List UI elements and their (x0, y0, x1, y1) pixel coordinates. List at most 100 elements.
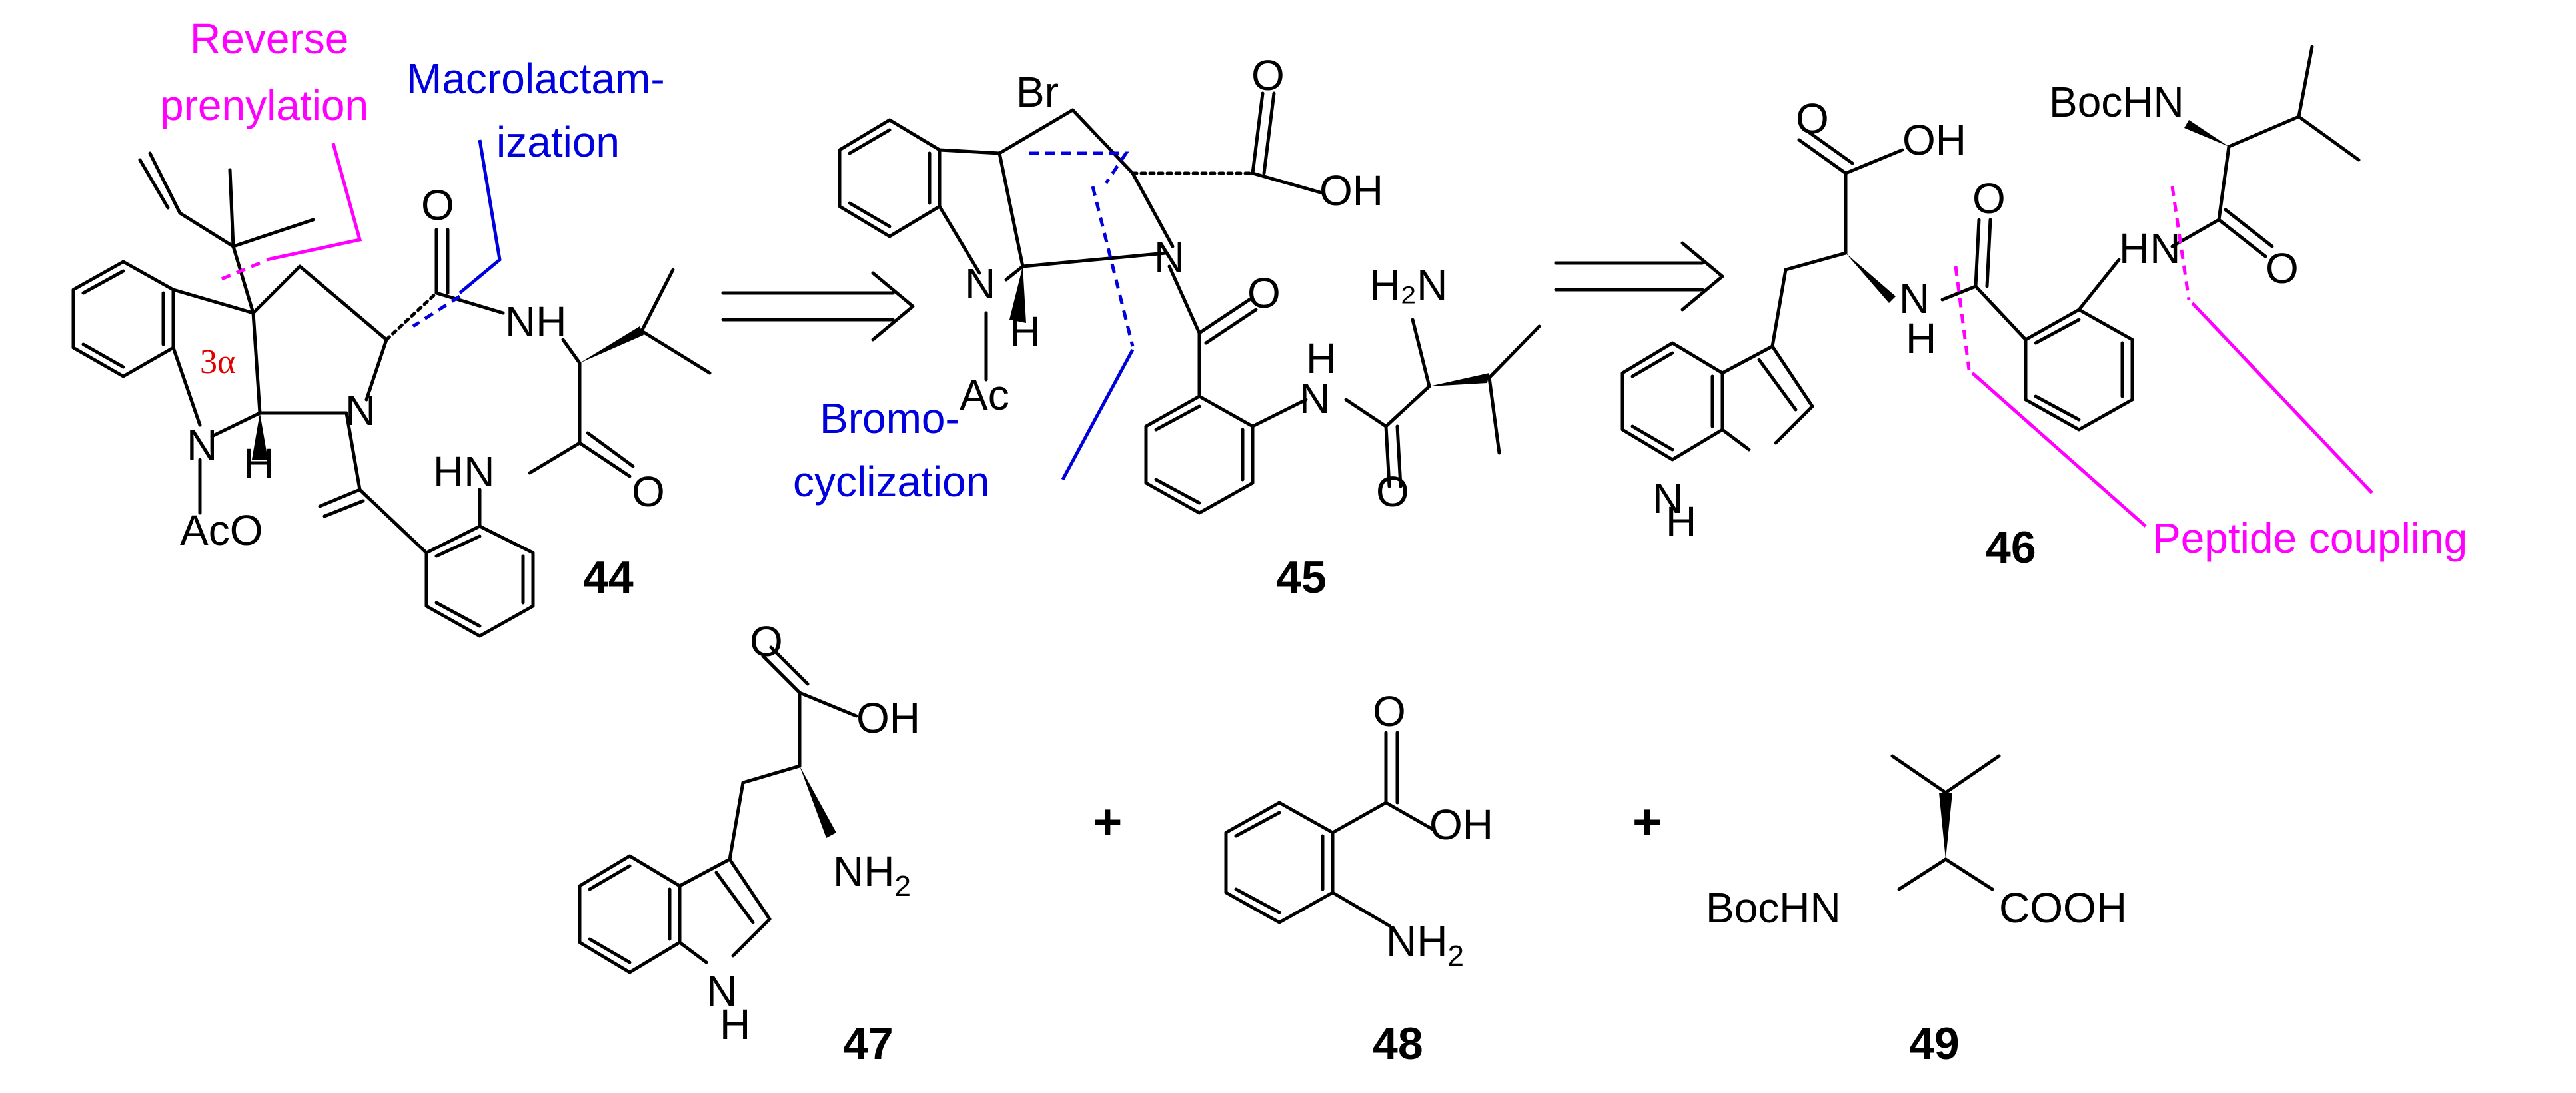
c45-compound-number: 45 (1276, 552, 1327, 603)
c44-benzene-ring (71, 260, 175, 378)
c46-indole-pyrrole (1720, 344, 1814, 452)
bromocyclization-leader (1061, 348, 1135, 481)
c48-nh2-sub: 2 (1447, 940, 1463, 972)
c45-val-o: O (1376, 468, 1409, 516)
bromocyclization-cut-1 (1029, 151, 1129, 184)
c45-n1-bond (938, 204, 981, 275)
c46-indole-nh-n: N (1652, 474, 1683, 522)
compound-44: N N H AcO O NH O HN 3α 44 (71, 151, 712, 638)
annotation-peptide-coupling: Peptide coupling (1954, 186, 2467, 562)
c45-acid-o: O (1251, 51, 1285, 99)
c44-pyrrolidine-ring (251, 264, 388, 415)
c48-c-oh (1384, 801, 1435, 831)
c47-nh2: NH2 (833, 847, 911, 903)
compound-48: O OH NH2 48 (1224, 687, 1493, 1069)
c49-compound-number: 49 (1909, 1018, 1960, 1069)
macrolactamization-leader (458, 139, 502, 294)
compound-47: O OH NH2 N H 47 (578, 617, 920, 1069)
c45-c8a-bond (997, 151, 1025, 268)
c45-ipr-a (1487, 324, 1541, 380)
c44-compound-number: 44 (583, 552, 634, 603)
c46-val-calpha (2217, 145, 2231, 222)
c45-ac: Ac (960, 371, 1009, 419)
c46-nh-co (1940, 284, 1978, 302)
c45-h-wedge (1009, 266, 1026, 323)
c46-ch2 (1770, 268, 1788, 348)
c46-co (1797, 138, 1848, 175)
c45-co-o2 (1384, 424, 1391, 488)
c49-cooh: COOH (1999, 884, 2127, 932)
c45-h: H (1009, 308, 1040, 356)
c44-hn: HN (433, 448, 494, 496)
c44-nh: NH (505, 298, 566, 346)
c46-co-double (1804, 128, 1854, 165)
macrolactamization-line2: ization (496, 118, 620, 166)
c46-val-wedge (2184, 120, 2229, 147)
c45-c-oh (1251, 171, 1325, 195)
c46-amide-o: O (1972, 175, 2006, 222)
c44-macrolactam (384, 228, 712, 478)
c46-co3-o (2217, 218, 2267, 258)
c45-co-o (1197, 298, 1251, 335)
c48-acid-oh: OH (1429, 801, 1493, 849)
c45-co-o-double (1204, 308, 1258, 345)
c45-br: Br (1016, 68, 1059, 116)
c48-nh2: NH2 (1386, 917, 1464, 972)
c47-nh2-sub: 2 (894, 870, 910, 903)
c45-c3a-bond (938, 148, 1001, 155)
c46-val-o: O (2265, 244, 2299, 292)
c47-indole-h: H (720, 1000, 750, 1048)
annotation-bromocyclization: Bromo- cyclization (793, 151, 1135, 506)
c46-acid-o: O (1796, 95, 1829, 143)
bromocyclization-line2: cyclization (793, 458, 989, 506)
c48-compound-number: 48 (1373, 1018, 1423, 1069)
c47-acid-o: O (750, 617, 783, 665)
c44-reverse-prenyl (138, 151, 315, 315)
c49-n-calpha (1897, 857, 1948, 891)
c44-indoline-ring (171, 288, 262, 438)
c45-acid-oh: OH (1319, 167, 1383, 214)
peptide-coupling-label: Peptide coupling (2152, 514, 2467, 562)
c44-carbonyl-o: O (421, 181, 454, 229)
c44-aco: AcO (180, 506, 263, 554)
c45-ar-nh (1251, 398, 1308, 428)
c46-co2 (1974, 218, 1981, 288)
c45-co-double (1262, 91, 1276, 175)
c49-ipr-a (1890, 754, 1948, 795)
c46-co3-o-double (2224, 208, 2274, 248)
reverse-prenylation-line2: prenylation (160, 81, 368, 129)
c46-calpha (1784, 251, 1848, 272)
c46-ipr-a (2297, 45, 2314, 119)
c45-amide-o: O (1247, 269, 1281, 317)
c44-amide-o: O (632, 468, 665, 516)
c46-co-ar (1974, 284, 2028, 342)
reverse-prenylation-leader (266, 143, 362, 262)
peptide-coupling-cut-2 (2170, 186, 2191, 300)
c48-ar-nh2 (1331, 891, 1391, 928)
c46-bochn: BocHN (2049, 78, 2184, 126)
c48-acid-o: O (1373, 687, 1406, 735)
c45-ring-bond-a (997, 108, 1075, 155)
retro-arrow-1 (721, 271, 915, 342)
c44-h: H (243, 440, 274, 488)
c45-n1-c8a (1004, 264, 1025, 282)
c45-calpha (1384, 384, 1431, 428)
annotation-reverse-prenylation: Reverse prenylation (160, 15, 368, 282)
c46-ar-nh (2077, 258, 2121, 312)
c45-co (1251, 91, 1265, 175)
c45-n-co (1167, 264, 1201, 335)
c45-ring-bond-b (1071, 108, 1135, 175)
macrolactamization-line1: Macrolactam- (406, 55, 665, 103)
c46-anthranilamide-ring (2024, 308, 2134, 432)
c47-wedge (800, 766, 836, 838)
macrolactamization-cut (412, 294, 461, 328)
compound-49: BocHN COOH 49 (1706, 754, 2127, 1069)
c45-calpha-nh2 (1411, 318, 1431, 388)
c47-indole-benzene (578, 854, 682, 974)
c49-bochn: BocHN (1706, 884, 1841, 932)
c47-calpha (741, 764, 802, 785)
c45-anthranilamide-ring (1144, 394, 1255, 515)
retro-arrow-2 (1554, 241, 1724, 312)
c47-co (761, 654, 802, 695)
